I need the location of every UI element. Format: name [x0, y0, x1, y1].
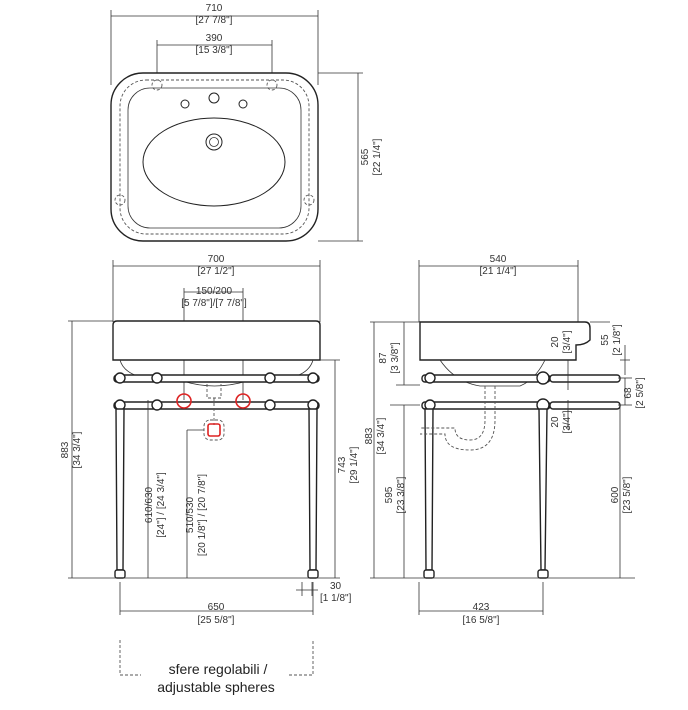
leg-spacing-in: [25 5/8"]: [198, 615, 235, 626]
front-height: 883: [60, 441, 71, 458]
side-leg-depth: 423: [473, 602, 490, 613]
side-leg-depth-in: [16 5/8"]: [463, 615, 500, 626]
side-leg-front: [538, 408, 548, 571]
basin-outline: [110, 72, 319, 242]
side-top-rail-drop-in: [2 1/8"]: [612, 324, 623, 356]
front-leg-left: [115, 408, 125, 571]
side-basin: [419, 321, 591, 361]
front-leg-right: [308, 408, 318, 571]
leg-spacing: 650: [208, 602, 225, 613]
drain-marker-right: [235, 393, 251, 409]
tap-spacing: 390: [206, 33, 223, 44]
side-width: 540: [490, 254, 507, 265]
trap-marker: [207, 423, 221, 437]
front-basin: [112, 320, 321, 361]
foot-size: 30: [330, 581, 342, 592]
tap-spacing-in: [15 3/8"]: [196, 45, 233, 56]
side-low-rail-dia: 20: [550, 416, 561, 428]
side-bowl-depth: 87: [378, 352, 389, 364]
front-bottom-rail: [113, 401, 320, 410]
tap-hole-left: [180, 99, 190, 109]
top-depth-in: [22 1/4"]: [372, 138, 383, 175]
side-width-in: [21 1/4"]: [480, 266, 517, 277]
side-view: 540 [21 1/4"] 87 [3 3/8"] 8: [364, 254, 646, 626]
front-width: 700: [208, 254, 225, 265]
top-depth: 565: [360, 148, 371, 165]
top-view: 710 [27 7/8"] 390 [15 3/8"] 565 [22 1/4"…: [110, 3, 383, 242]
tap-hole-right: [238, 99, 248, 109]
drain-marker-left: [176, 393, 192, 409]
bowl: [142, 117, 286, 207]
side-low-rail-dia-in: [3/4"]: [562, 410, 573, 433]
side-shelf-height: 595: [384, 486, 395, 503]
side-top-rail-dia: 20: [550, 336, 561, 348]
side-floor-rail-in: [23 5/8"]: [622, 476, 633, 513]
front-trap-height: 510/530: [185, 496, 196, 533]
front-rail-height: 743: [337, 456, 348, 473]
side-bowl-depth-in: [3 3/8"]: [390, 342, 401, 374]
side-shelf-height-in: [23 3/8"]: [396, 476, 407, 513]
front-trap-height-in: [20 1/8"] / [20 7/8"]: [197, 474, 208, 556]
foot-size-in: [1 1/8"]: [320, 593, 352, 604]
top-width: 710: [206, 3, 223, 14]
side-height: 883: [364, 427, 375, 444]
side-top-rail-drop: 55: [600, 334, 611, 346]
side-height-in: [34 3/4"]: [376, 417, 387, 454]
front-width-in: [27 1/2"]: [198, 266, 235, 277]
side-rail-gap-in: [2 5/8"]: [635, 377, 646, 409]
front-shelf-height-in: [24"] / [24 3/4"]: [156, 472, 167, 538]
front-height-in: [34 3/4"]: [72, 431, 83, 468]
tap-hole-center: [208, 92, 220, 104]
drain-offset-in: [5 7/8"]/[7 7/8"]: [181, 298, 247, 309]
side-top-rail-dia-in: [3/4"]: [562, 330, 573, 353]
note-line-1: sfere regolabili /: [169, 661, 268, 677]
front-top-rail: [113, 374, 320, 383]
top-width-in: [27 7/8"]: [196, 15, 233, 26]
front-rail-height-in: [29 1/4"]: [349, 446, 360, 483]
drain-hole: [205, 133, 223, 151]
drain-offset: 150/200: [196, 286, 233, 297]
front-view: 700 [27 1/2"] 150/200 [5 7/8"]/[7 7/8"]: [60, 254, 360, 676]
front-shelf-height: 610/630: [144, 486, 155, 523]
note-line-2: adjustable spheres: [157, 679, 275, 695]
side-leg-back: [424, 408, 434, 571]
side-rail-gap: 68: [623, 387, 634, 399]
side-floor-rail: 600: [610, 486, 621, 503]
